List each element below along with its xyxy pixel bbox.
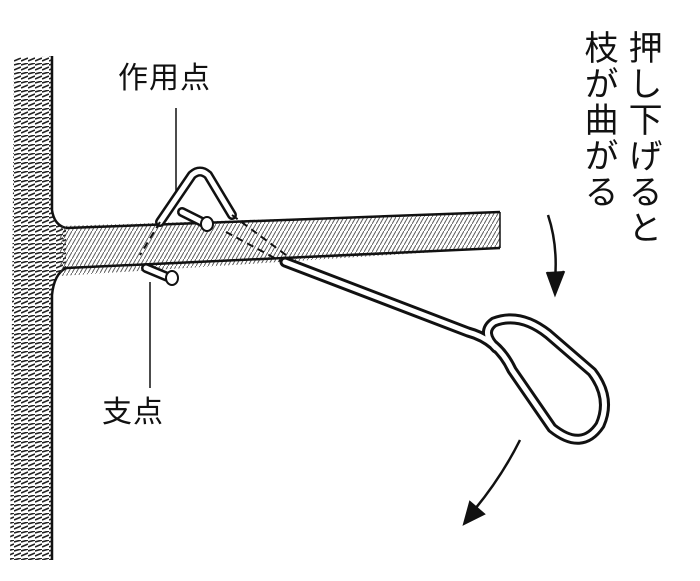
caption-line-2: 枝が曲がる <box>578 30 619 210</box>
tree-branch <box>60 210 501 276</box>
tree-trunk <box>10 56 67 560</box>
caption-line-1: 押し下げると <box>622 30 663 246</box>
press-down-arrow <box>545 214 566 298</box>
fulcrum-label: 支点 <box>102 395 164 430</box>
action-point-label: 作用点 <box>118 61 211 96</box>
branch-bender-tool <box>139 166 610 445</box>
bend-direction-arrow <box>462 439 522 526</box>
